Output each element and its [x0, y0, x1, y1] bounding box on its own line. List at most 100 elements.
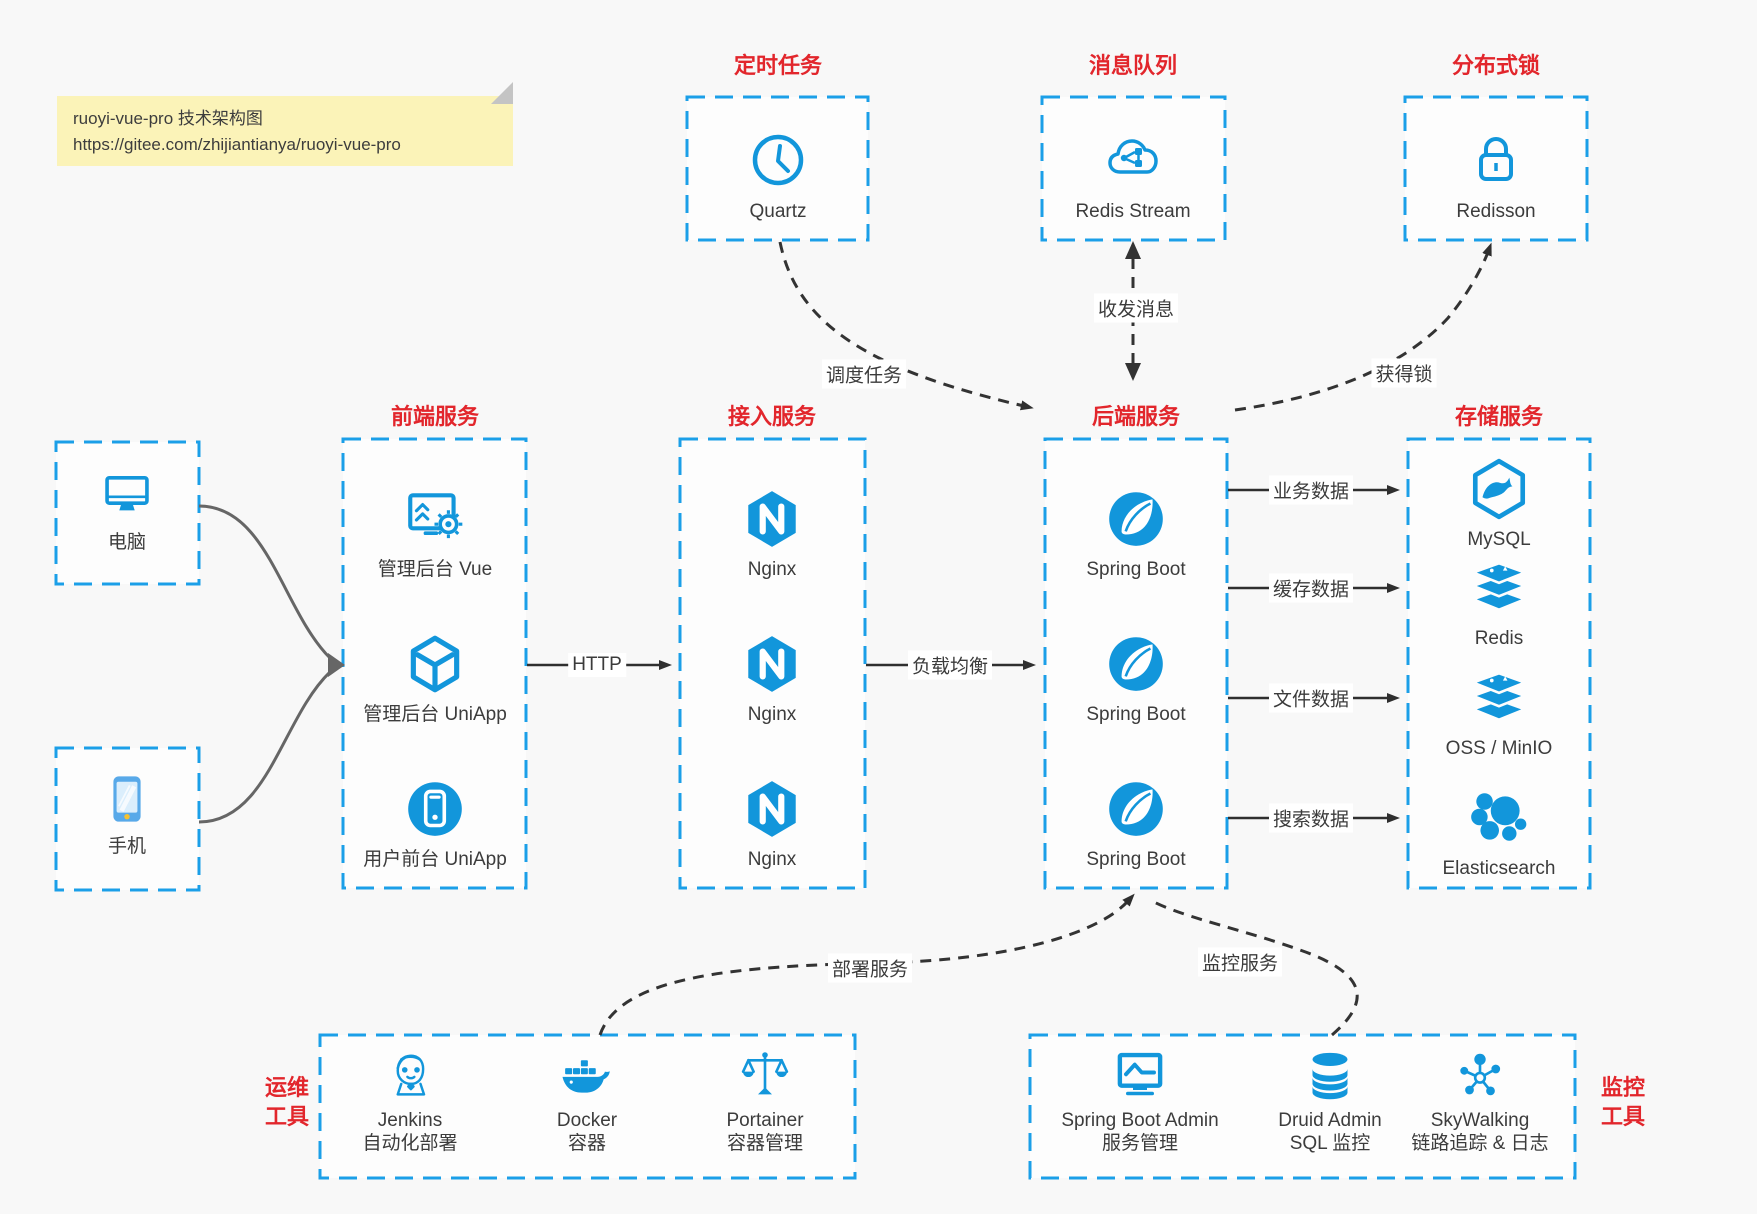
- node-label: SkyWalking: [1430, 1110, 1530, 1131]
- node-label: 电脑: [107, 532, 146, 553]
- node-label: Spring Boot: [1086, 704, 1186, 725]
- node-druid-admin: Druid Admin SQL 监控: [1235, 1048, 1425, 1155]
- spring-boot-icon: [1103, 631, 1169, 697]
- node-redis-stream: Redis Stream: [1043, 128, 1223, 223]
- node-admin-uniapp: 管理后台 UniApp: [345, 631, 525, 726]
- node-spring-boot-3: Spring Boot: [1046, 776, 1226, 871]
- node-label: OSS / MinIO: [1445, 738, 1553, 759]
- node-label: Quartz: [749, 201, 807, 222]
- edge-label-load-balance: 负载均衡: [907, 650, 993, 680]
- node-label: Redis: [1474, 628, 1524, 649]
- node-spring-boot-1: Spring Boot: [1046, 486, 1226, 581]
- frontend-arrowhead: [328, 653, 345, 677]
- edge-label-monitor: 监控服务: [1197, 947, 1283, 977]
- node-label: 管理后台 Vue: [377, 559, 493, 580]
- node-elasticsearch: Elasticsearch: [1409, 785, 1589, 880]
- node-label: 手机: [107, 836, 146, 857]
- edge-label-deploy: 部署服务: [827, 953, 913, 983]
- node-label: Redis Stream: [1075, 201, 1191, 222]
- mysql-icon: [1466, 456, 1532, 522]
- docker-icon: [559, 1048, 615, 1104]
- node-phone: 手机: [47, 770, 207, 858]
- nginx-icon: [739, 486, 805, 552]
- admin-vue-icon: [402, 486, 468, 552]
- node-sublabel: 自动化部署: [362, 1133, 458, 1154]
- node-label: Nginx: [747, 559, 797, 580]
- node-sublabel: 服务管理: [1101, 1133, 1178, 1154]
- phone-to-frontend-arrow: [198, 670, 332, 824]
- node-admin-vue: 管理后台 Vue: [345, 486, 525, 581]
- node-label: Spring Boot Admin: [1061, 1110, 1219, 1131]
- clock-icon: [746, 128, 810, 192]
- uniapp-circle-icon: [402, 776, 468, 842]
- node-label: Redisson: [1456, 201, 1536, 222]
- node-user-uniapp: 用户前台 UniApp: [345, 776, 525, 871]
- nginx-icon: [739, 631, 805, 697]
- computer-to-frontend-arrow: [198, 504, 332, 660]
- edge-label-business-data: 业务数据: [1268, 475, 1354, 505]
- node-redisson: Redisson: [1406, 128, 1586, 223]
- edge-label-file-data: 文件数据: [1268, 683, 1354, 713]
- cloud-stream-icon: [1101, 128, 1165, 192]
- title-storage: 存储服务: [1454, 404, 1544, 429]
- note-fold-decoration: [491, 82, 513, 104]
- edge-label-http: HTTP: [568, 653, 626, 677]
- node-label: Spring Boot: [1086, 559, 1186, 580]
- edge-label-schedule: 调度任务: [821, 359, 907, 389]
- title-distributed-lock: 分布式锁: [1451, 53, 1541, 78]
- edge-label-messages: 收发消息: [1093, 293, 1179, 323]
- edge-label-search-data: 搜索数据: [1268, 803, 1354, 833]
- node-spring-boot-admin: Spring Boot Admin 服务管理: [1040, 1048, 1240, 1155]
- messages-down-arrowhead: [1125, 363, 1141, 381]
- node-oss-minio: OSS / MinIO: [1409, 665, 1589, 760]
- node-nginx-2: Nginx: [682, 631, 862, 726]
- nginx-icon: [739, 776, 805, 842]
- spring-boot-admin-icon: [1112, 1048, 1168, 1104]
- title-ops-tools: 运维 工具: [264, 1075, 310, 1129]
- title-monitor-tools: 监控 工具: [1600, 1075, 1646, 1129]
- druid-icon: [1302, 1048, 1358, 1104]
- node-spring-boot-2: Spring Boot: [1046, 631, 1226, 726]
- jenkins-icon: [382, 1048, 438, 1104]
- lock-icon: [1464, 128, 1528, 192]
- node-mysql: MySQL: [1409, 456, 1589, 551]
- elasticsearch-icon: [1466, 785, 1532, 851]
- node-jenkins: Jenkins 自动化部署: [325, 1048, 495, 1155]
- node-sublabel: 容器: [567, 1133, 606, 1154]
- node-label: Nginx: [747, 704, 797, 725]
- note-title: ruoyi-vue-pro 技术架构图: [73, 109, 263, 128]
- node-docker: Docker 容器: [502, 1048, 672, 1155]
- desktop-icon: [98, 466, 156, 524]
- spring-boot-icon: [1103, 776, 1169, 842]
- node-label: Elasticsearch: [1442, 858, 1556, 879]
- node-nginx-3: Nginx: [682, 776, 862, 871]
- node-portainer: Portainer 容器管理: [680, 1048, 850, 1155]
- edge-label-acquire-lock: 获得锁: [1371, 358, 1437, 388]
- title-access: 接入服务: [727, 404, 817, 429]
- node-sublabel: 链路追踪 & 日志: [1411, 1133, 1549, 1154]
- edge-label-cache-data: 缓存数据: [1268, 573, 1354, 603]
- title-backend: 后端服务: [1091, 404, 1181, 429]
- title-frontend: 前端服务: [390, 404, 480, 429]
- node-label: Nginx: [747, 849, 797, 870]
- node-computer: 电脑: [47, 466, 207, 554]
- node-label: Portainer: [726, 1110, 804, 1131]
- portainer-icon: [737, 1048, 793, 1104]
- spring-boot-icon: [1103, 486, 1169, 552]
- node-redis: Redis: [1409, 555, 1589, 650]
- node-nginx-1: Nginx: [682, 486, 862, 581]
- acquire-lock-arrow: [1234, 242, 1492, 412]
- node-label: Jenkins: [377, 1110, 443, 1131]
- node-label: Spring Boot: [1086, 849, 1186, 870]
- node-quartz: Quartz: [688, 128, 868, 223]
- node-label: Druid Admin: [1278, 1110, 1382, 1131]
- title-scheduled-tasks: 定时任务: [733, 53, 823, 78]
- note-url: https://gitee.com/zhijiantianya/ruoyi-vu…: [73, 135, 401, 154]
- skywalking-icon: [1452, 1048, 1508, 1104]
- node-label: MySQL: [1467, 529, 1531, 550]
- node-sublabel: 容器管理: [726, 1133, 803, 1154]
- node-label: 用户前台 UniApp: [363, 849, 507, 870]
- node-skywalking: SkyWalking 链路追踪 & 日志: [1385, 1048, 1575, 1155]
- smartphone-icon: [98, 770, 156, 828]
